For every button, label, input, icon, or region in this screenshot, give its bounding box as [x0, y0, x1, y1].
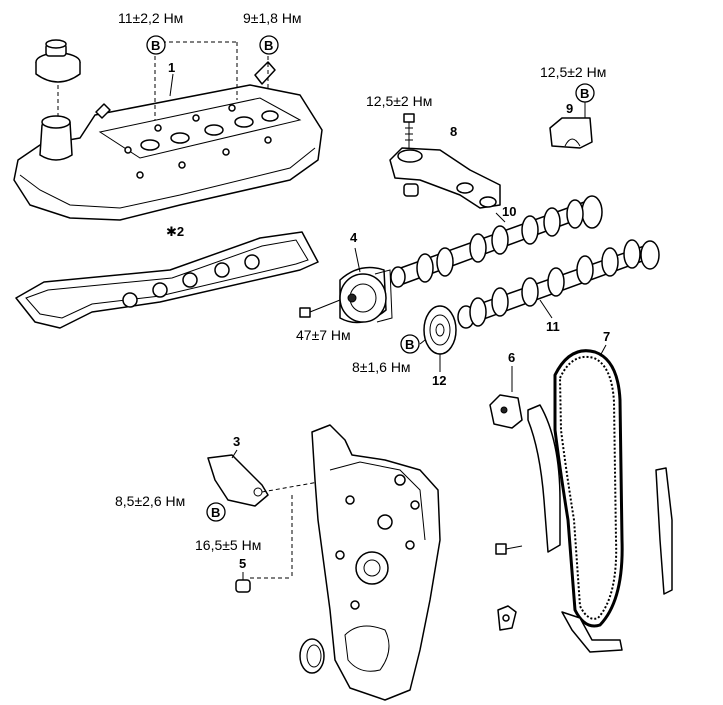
callout-4: 4: [350, 230, 358, 245]
torque-sprocket-4: 47±7 Нм: [296, 327, 351, 343]
callout-3: 3: [233, 434, 240, 449]
torque-part-8: 12,5±2 Нм: [366, 93, 432, 109]
bmark-cover-right: B: [259, 35, 279, 55]
camshaft-gear: [423, 305, 457, 355]
torque-part-9: 12,5±2 Нм: [540, 64, 606, 80]
camshaft-upper: [390, 195, 603, 288]
chain-damper: [561, 611, 623, 653]
bmark-cover-left: B: [146, 35, 166, 55]
svg-text:B: B: [264, 38, 273, 53]
bmark-part-9: B: [575, 83, 595, 103]
callout-7: 7: [603, 329, 610, 344]
callout-5: 5: [239, 556, 246, 571]
timing-chain-cover: [311, 424, 441, 701]
chain-guide: [655, 467, 673, 595]
torque-gear-12: 8±1,6 Нм: [352, 359, 411, 375]
bmark-gear-12: B: [400, 334, 420, 354]
oil-filler-cap: [35, 39, 81, 83]
vvt-sprocket: [339, 266, 393, 324]
callout-12: 12: [432, 373, 446, 388]
head-cover-gasket: [15, 231, 319, 329]
part-3-bracket: [207, 454, 269, 507]
torque-part-3: 8,5±2,6 Нм: [115, 493, 185, 509]
plug-part-5: [235, 572, 251, 593]
svg-text:B: B: [211, 505, 220, 520]
dowel-part-8: [403, 183, 419, 197]
bolt-part-8: [403, 113, 415, 148]
cylinder-head-cover: [13, 61, 323, 221]
tensioner-bolt: [495, 543, 523, 555]
callout-11: 11: [546, 319, 560, 334]
camshaft-bearing-cap: [389, 147, 501, 209]
tensioner-bracket: [489, 394, 523, 429]
camshaft-lower: [457, 239, 660, 329]
bolt-part-4: [299, 299, 341, 318]
callout-8: 8: [450, 124, 457, 139]
chain-tensioner-plunger: [497, 605, 517, 631]
torque-part-5: 16,5±5 Нм: [195, 537, 261, 553]
callout-1: 1: [168, 60, 175, 75]
timing-chain: [553, 349, 624, 628]
chain-tensioner-arm: [527, 404, 561, 553]
crankshaft-oil-seal: [299, 638, 325, 674]
torque-cover-right: 9±1,8 Нм: [243, 10, 302, 26]
callout-10: 10: [502, 204, 516, 219]
callout-9: 9: [566, 101, 573, 116]
svg-text:B: B: [580, 86, 589, 101]
callout-6: 6: [508, 350, 515, 365]
bmark-part-3: B: [206, 502, 226, 522]
svg-text:B: B: [405, 337, 414, 352]
callout-2: ✱2: [166, 224, 184, 239]
camshaft-cap-part-9: [549, 117, 593, 149]
svg-text:B: B: [151, 38, 160, 53]
torque-cover-left: 11±2,2 Нм: [118, 10, 183, 26]
